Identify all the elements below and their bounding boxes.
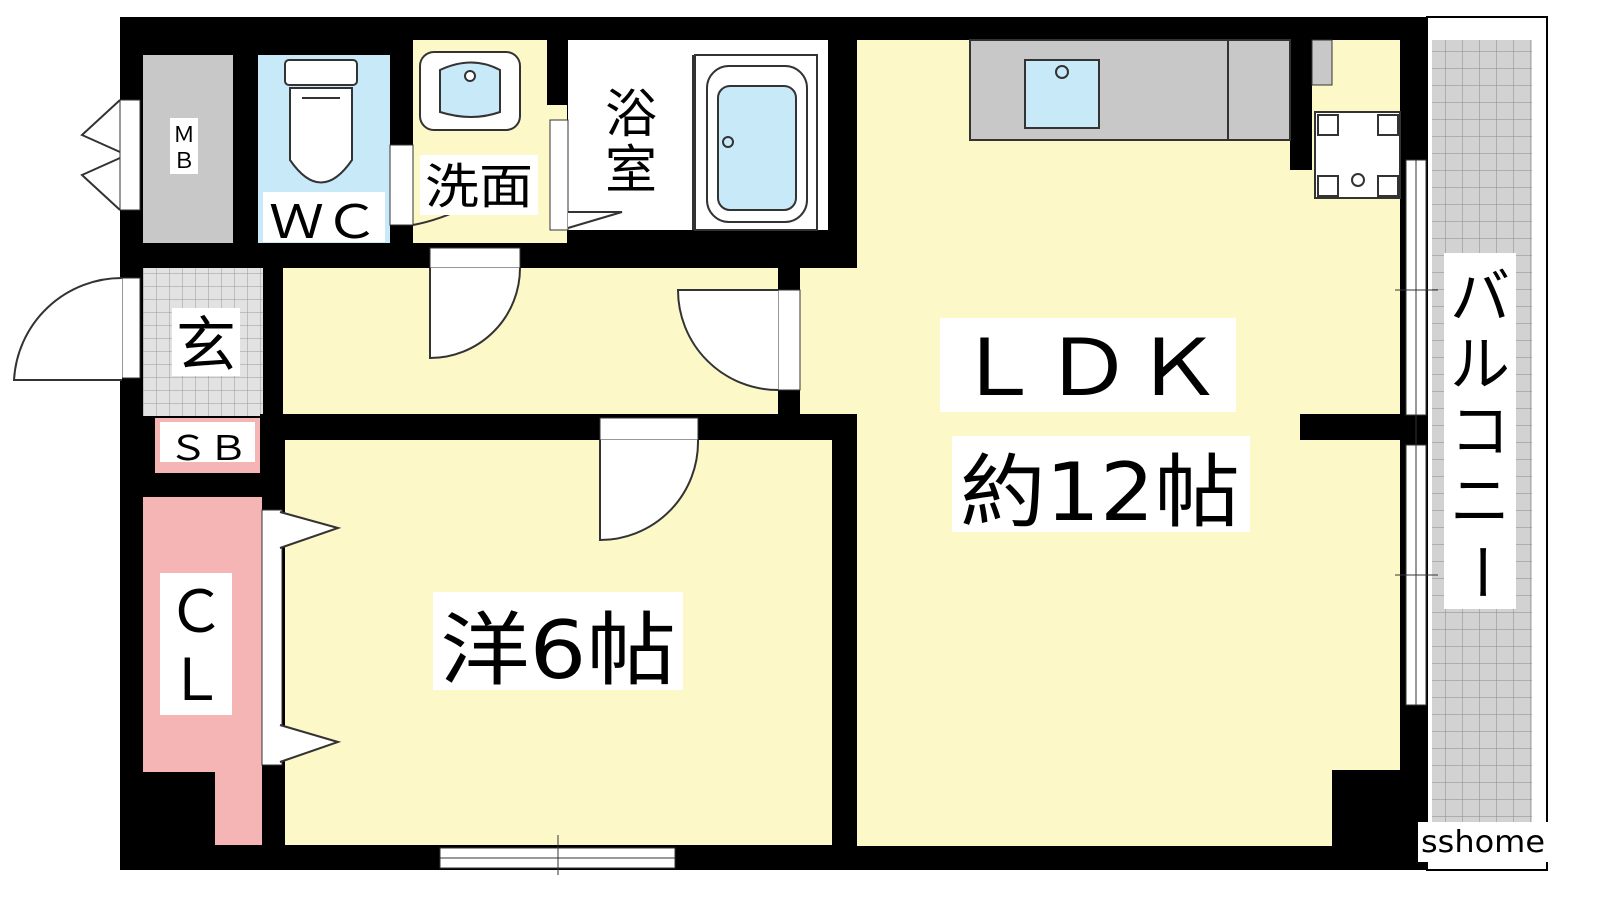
ldk-label: ＬＤＫ 約12帖 [940,318,1250,539]
mb-char-2: Ｂ [173,149,195,174]
bath-char-1: 浴 [605,85,657,145]
balcony-char-2: ル [1450,330,1510,400]
entrance-door-icon [12,276,141,381]
wall [832,414,857,846]
sb-label: ＳＢ [168,429,248,469]
wash-name: 洗面 [425,159,533,215]
balcony-char-5: ー [1445,542,1515,602]
balcony-label: バ ル コ ニ ー [1444,253,1516,609]
western-label: 洋6帖 [433,592,683,697]
ldk-size: 約12帖 [960,446,1240,539]
ldk-door-icon [676,289,801,391]
wall [1332,770,1400,846]
wall [1290,40,1312,170]
ldk-name: ＬＤＫ [953,324,1223,414]
wall [547,40,568,105]
western-name: 洋6帖 [440,604,676,697]
hall-door-icon [429,247,521,360]
wc-label: ＷＣ [263,192,385,249]
watermark: sshome [1418,822,1548,862]
cl-char-2: Ｌ [167,646,225,714]
wash-basin-icon [419,51,521,131]
sink-icon [1024,59,1100,129]
entrance-label: 玄 [172,308,240,381]
mb-door-icon [80,99,141,211]
bath-label: 浴 室 [600,80,662,201]
bath-door-icon [549,119,623,231]
western-door-icon [599,417,700,542]
mb-label: Ｍ Ｂ [170,118,198,174]
washer-icon [1314,111,1401,199]
closet-doors-icon [261,509,342,766]
balcony-char-1: バ [1450,263,1510,333]
wall [260,414,857,440]
wash-label: 洗面 [420,155,538,215]
cl-char-1: Ｃ [167,578,225,646]
mb-char-1: Ｍ [173,123,195,148]
bedroom-window-icon [439,835,676,875]
bathtub-icon [694,54,818,231]
kitchen-counter [969,39,1291,141]
toilet-icon [284,59,358,184]
wall [233,40,258,268]
sb-name: ＳＢ [168,429,248,469]
bath-char-2: 室 [605,141,657,201]
wall [1300,414,1408,440]
balcony-char-3: コ [1450,397,1510,467]
wc-name: ＷＣ [269,195,379,249]
balcony-char-4: ニ [1450,467,1510,537]
wall [830,40,857,268]
cl-label: Ｃ Ｌ [160,573,232,715]
entrance-name: 玄 [176,311,236,381]
balcony-window-icon [1395,159,1438,706]
watermark-text: sshome [1421,825,1545,860]
